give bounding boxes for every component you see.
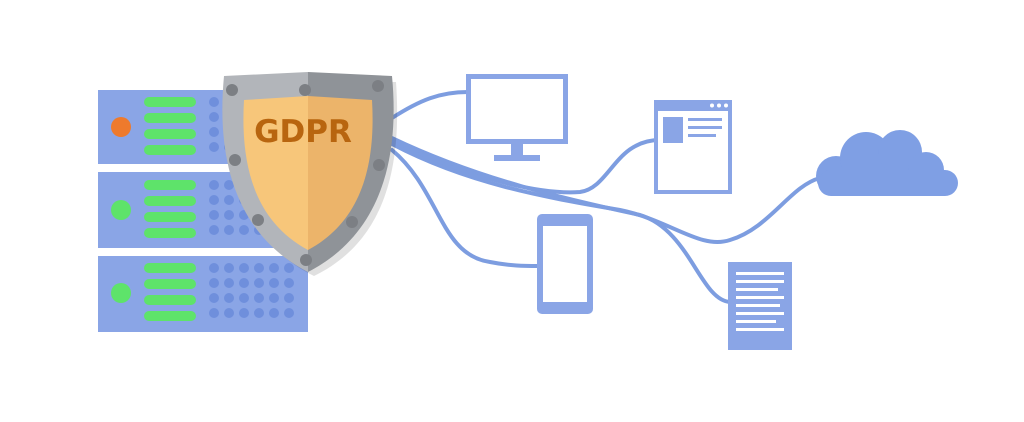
vent-dot (284, 308, 294, 318)
vent-dot (254, 278, 264, 288)
shield-face-right (308, 96, 373, 250)
vent-dot (239, 278, 249, 288)
vent-dot (209, 263, 219, 273)
connector-lines (390, 90, 822, 304)
vent-dot (209, 97, 219, 107)
server-drive-bars (144, 263, 196, 321)
connector-to-phone (390, 148, 540, 268)
vent-dot (254, 308, 264, 318)
connector-to-browser (390, 138, 662, 195)
vent-dot (209, 180, 219, 190)
document-text-lines (736, 272, 784, 331)
monitor-neck (511, 144, 523, 156)
vent-dot (224, 225, 234, 235)
vent-dot (209, 308, 219, 318)
status-light-green (111, 283, 131, 303)
vent-dot (209, 112, 219, 122)
phone-screen (543, 226, 587, 302)
cloud-icon (816, 130, 958, 196)
vent-dot (224, 293, 234, 303)
gdpr-shield-icon: GDPR (222, 72, 398, 276)
shield-label: GDPR (254, 114, 352, 150)
vent-dot (284, 278, 294, 288)
vent-dot (224, 210, 234, 220)
monitor-icon (466, 74, 568, 161)
vent-dot (239, 263, 249, 273)
vent-dot (209, 142, 219, 152)
connector-to-cloud (390, 142, 822, 244)
vent-dot (209, 195, 219, 205)
status-light-orange (111, 117, 131, 137)
smartphone-icon (537, 214, 593, 314)
shield-rivets (226, 80, 385, 266)
vent-dot (224, 180, 234, 190)
vent-dot (209, 278, 219, 288)
server-drive-bars (144, 180, 196, 238)
vent-dot (224, 195, 234, 205)
vent-dot (209, 210, 219, 220)
vent-dot (269, 293, 279, 303)
document-icon (728, 262, 792, 350)
vent-dot (224, 263, 234, 273)
vent-dot (254, 263, 264, 273)
vent-dot (284, 293, 294, 303)
vent-dot (254, 293, 264, 303)
vent-dot (239, 293, 249, 303)
vent-dot (209, 225, 219, 235)
browser-text-lines (688, 118, 722, 137)
monitor-base (494, 155, 540, 161)
vent-dot (224, 278, 234, 288)
status-light-green (111, 200, 131, 220)
vent-dot (239, 308, 249, 318)
server-vent-dots (209, 263, 294, 318)
shield-face-left (243, 96, 308, 250)
browser-image-block (663, 117, 683, 143)
vent-dot (209, 293, 219, 303)
vent-dot (209, 127, 219, 137)
vent-dot (284, 263, 294, 273)
vent-dot (224, 308, 234, 318)
server-drive-bars (144, 97, 196, 155)
browser-window-icon (654, 100, 732, 194)
vent-dot (269, 263, 279, 273)
vent-dot (239, 225, 249, 235)
server-unit-3 (98, 256, 308, 332)
browser-window-controls (710, 103, 728, 108)
monitor-screen (471, 79, 563, 139)
connector-to-monitor (390, 90, 470, 120)
vent-dot (269, 308, 279, 318)
vent-dot (269, 278, 279, 288)
